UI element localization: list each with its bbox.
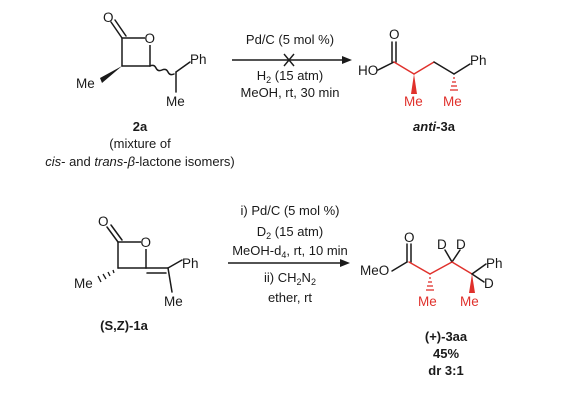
atom-me-2: Me <box>460 294 479 309</box>
wedge-bond <box>100 66 122 83</box>
bond <box>110 21 123 39</box>
bond <box>175 61 191 73</box>
compound-label-anti-3a: anti-3a <box>413 119 456 134</box>
bond-red <box>413 61 435 75</box>
reactant-1a-structure: O O Me Ph Me <box>74 214 199 309</box>
reaction-arrow-2 <box>228 259 350 267</box>
hash-bond <box>97 269 115 283</box>
bond <box>110 224 123 241</box>
bond <box>451 249 461 263</box>
bond-red <box>393 61 415 75</box>
product-anti-3a-structure: HO O Me Me Ph <box>358 27 487 109</box>
atom-me-1: Me <box>418 294 437 309</box>
wedge-bond-red <box>469 274 475 293</box>
atom-o-ring: O <box>145 31 156 46</box>
atom-ph: Ph <box>190 52 207 67</box>
wavy-bond <box>149 64 175 76</box>
atom-ph: Ph <box>182 256 199 271</box>
bond <box>377 61 395 71</box>
atom-me-2: Me <box>166 94 185 109</box>
atom-o: O <box>389 27 400 42</box>
bond <box>471 273 485 283</box>
bond <box>453 63 471 75</box>
condition-solvent-2: MeOH-d4, rt, 10 min <box>232 243 348 260</box>
yield-label: 45% <box>433 346 459 361</box>
atom-me-2: Me <box>164 294 183 309</box>
atom-o-carbonyl: O <box>98 214 109 229</box>
compound-note-line2: cis- and trans-β-lactone isomers) <box>45 154 235 169</box>
atom-meo: MeO <box>360 263 389 278</box>
atom-me-2: Me <box>443 94 462 109</box>
bond <box>391 261 408 272</box>
bond <box>444 249 453 263</box>
condition-gas-2: D2 (15 atm) <box>257 224 323 241</box>
bond-red <box>451 261 473 275</box>
reaction-arrow-1 <box>232 53 352 67</box>
cross-mark <box>283 53 295 67</box>
bond-red <box>429 261 453 275</box>
condition-step1: i) Pd/C (5 mol %) <box>241 203 340 218</box>
atom-d-3: D <box>484 276 494 291</box>
reactant-2a-structure: O O Me Ph Me <box>76 10 207 109</box>
bond <box>433 61 455 75</box>
bond <box>106 226 119 243</box>
compound-note-line1: (mixture of <box>109 136 171 151</box>
bond-red <box>408 261 431 275</box>
atom-o-carbonyl: O <box>103 10 114 25</box>
atom-me: Me <box>76 76 95 91</box>
condition-solvent-1: MeOH, rt, 30 min <box>241 85 340 100</box>
atom-d-2: D <box>456 237 466 252</box>
compound-label-1a: (S,Z)-1a <box>100 318 148 333</box>
compound-label-3aa: (+)-3aa <box>425 329 468 344</box>
compound-label-2a: 2a <box>133 119 148 134</box>
condition-catalyst-1: Pd/C (5 mol %) <box>246 32 334 47</box>
atom-ho: HO <box>358 63 378 78</box>
bond <box>167 267 173 293</box>
condition-step2: ii) CH2N2 <box>264 270 316 287</box>
atom-d-1: D <box>437 237 447 252</box>
condition-gas-1: H2 (15 atm) <box>257 68 323 85</box>
bond <box>167 259 183 269</box>
atom-me-1: Me <box>404 94 423 109</box>
product-3aa-structure: MeO O D D D Me Me Ph <box>360 230 503 309</box>
dr-label: dr 3:1 <box>428 363 463 378</box>
hash-bond-red <box>450 77 458 91</box>
atom-ph: Ph <box>486 256 503 271</box>
condition-step2-solvent: ether, rt <box>268 290 312 305</box>
atom-ph: Ph <box>470 53 487 68</box>
atom-o-ring: O <box>141 235 152 250</box>
bond <box>114 19 127 37</box>
hash-bond-red <box>426 277 434 291</box>
bond <box>471 263 487 275</box>
atom-o: O <box>404 230 415 245</box>
wedge-bond-red <box>411 74 417 94</box>
atom-me: Me <box>74 276 93 291</box>
